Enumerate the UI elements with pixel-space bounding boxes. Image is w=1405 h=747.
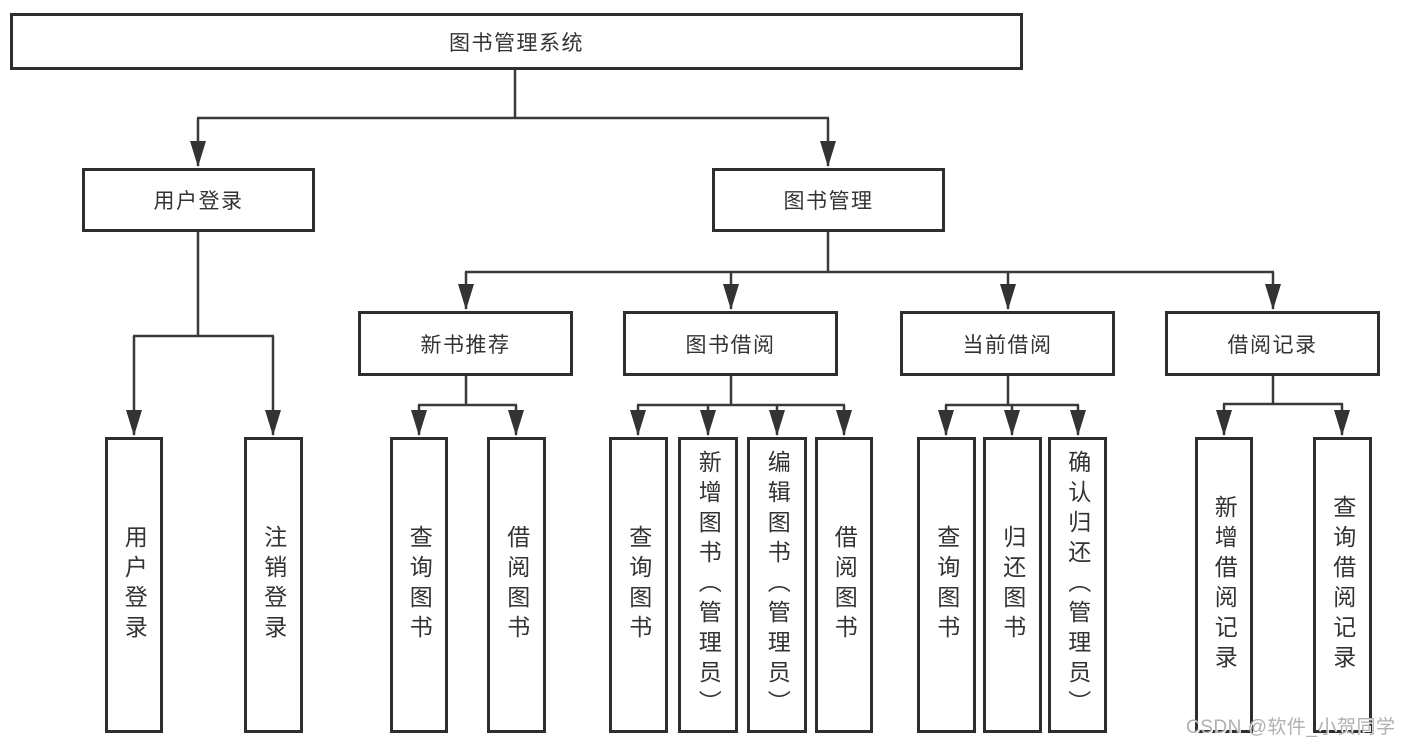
leaf-label: 编辑图书（管理员） (764, 450, 791, 720)
leaf-borrow-books-recommend: 借阅图书 (487, 437, 546, 733)
csdn-watermark: CSDN @软件_小贺同学 (1186, 717, 1396, 738)
leaf-label: 查询图书 (406, 525, 433, 645)
leaf-logout: 注销登录 (244, 437, 303, 733)
leaf-user-login: 用户登录 (105, 437, 163, 733)
leaf-label: 用户登录 (121, 525, 148, 645)
leaf-edit-books-admin: 编辑图书（管理员） (747, 437, 807, 733)
node-label: 图书管理 (783, 190, 874, 213)
leaf-query-borrow-record: 查询借阅记录 (1313, 437, 1372, 733)
leaf-query-books-borrowing: 查询图书 (609, 437, 668, 733)
node-library-management-system: 图书管理系统 (10, 13, 1023, 70)
node-label: 图书管理系统 (449, 31, 584, 55)
node-current-borrowing: 当前借阅 (900, 311, 1115, 376)
leaf-label: 确认归还（管理员） (1064, 450, 1091, 720)
leaf-label: 新增借阅记录 (1211, 495, 1238, 675)
node-book-borrowing: 图书借阅 (623, 311, 838, 376)
leaf-query-books-recommend: 查询图书 (390, 437, 448, 733)
node-new-book-recommend: 新书推荐 (358, 311, 573, 376)
leaf-label: 查询图书 (625, 525, 652, 645)
node-label: 用户登录 (153, 190, 244, 213)
leaf-add-books-admin: 新增图书（管理员） (678, 437, 738, 733)
node-book-management: 图书管理 (712, 168, 945, 232)
leaf-add-borrow-record: 新增借阅记录 (1195, 437, 1253, 733)
leaf-label: 归还图书 (999, 525, 1026, 645)
leaf-label: 查询图书 (933, 525, 960, 645)
node-label: 图书借阅 (685, 333, 776, 357)
connector-arrows (126, 118, 1350, 436)
leaf-return-books: 归还图书 (983, 437, 1042, 733)
leaf-label: 借阅图书 (831, 525, 858, 645)
node-label: 当前借阅 (962, 333, 1053, 357)
leaf-label: 新增图书（管理员） (695, 450, 722, 720)
leaf-label: 注销登录 (260, 525, 287, 645)
node-label: 新书推荐 (420, 333, 511, 357)
node-user-login: 用户登录 (82, 168, 315, 232)
leaf-query-books-current: 查询图书 (917, 437, 976, 733)
leaf-confirm-return-admin: 确认归还（管理员） (1048, 437, 1107, 733)
leaf-borrow-books: 借阅图书 (815, 437, 873, 733)
leaf-label: 借阅图书 (503, 525, 530, 645)
leaf-label: 查询借阅记录 (1329, 495, 1356, 675)
node-label: 借阅记录 (1227, 333, 1318, 357)
node-borrowing-records: 借阅记录 (1165, 311, 1380, 376)
